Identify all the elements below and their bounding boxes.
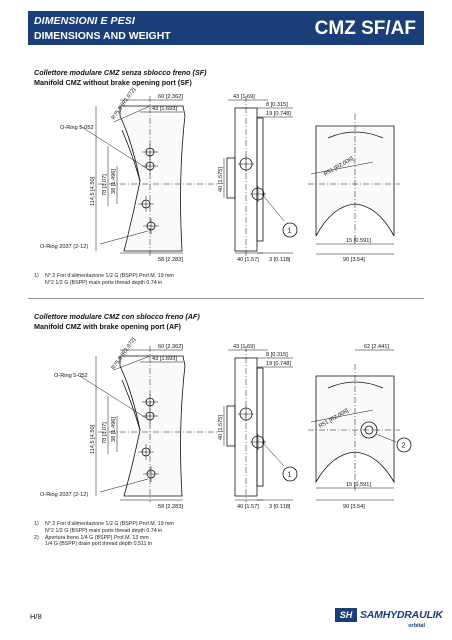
section1-title-italian: Collettore modulare CMZ senza sblocco fr…	[34, 68, 207, 77]
s2-dim-114: 114,5 [4.50]	[90, 424, 96, 454]
s1-oring-top: O-Ring 5-052	[60, 125, 94, 131]
note-item: 1/4 G (BSPP) drain port thread depth 0.5…	[34, 541, 174, 548]
note-item: 1) N° 2 Fori d'alimentazione 1/2 G (BSPP)…	[34, 273, 174, 280]
s2-dim-78: 78 [3.07]	[102, 422, 108, 444]
s2-dim-43: 43 [1.693]	[152, 356, 177, 362]
page-number: H/8	[30, 612, 42, 621]
s2-dim-62: 62 [2.441]	[364, 344, 389, 350]
s2-oring-bottom: O-Ring 2037 (2-12)	[40, 492, 88, 498]
section1-title: Collettore modulare CMZ senza sblocco fr…	[34, 68, 207, 87]
s1-dim-43b: 43 [1.69]	[233, 94, 255, 100]
s1-dim-78: 78 [3.07]	[102, 174, 108, 196]
s2-dim-19: 19 [0.748]	[266, 361, 291, 367]
s2-dim-60: 60 [2.362]	[158, 344, 183, 350]
product-code: CMZ SF/AF	[314, 18, 416, 39]
s1-dim-40v: 40 [1.575]	[218, 167, 224, 192]
note-item: 1) N° 2 Fori d'alimentazione 1/2 G (BSPP)…	[34, 521, 174, 528]
brand-badge-icon: SH	[335, 608, 357, 622]
note-item: N°2 1/2 G (BSPP) main ports thread depth…	[34, 528, 174, 535]
note-number: 1)	[34, 521, 39, 527]
s1-dim-60: 60 [2.362]	[158, 94, 183, 100]
s2-dim-40v: 40 [1.575]	[218, 415, 224, 440]
header-title-italian: DIMENSIONI E PESI	[34, 15, 135, 27]
brand-name: SAMHYDRAULIK	[360, 609, 443, 621]
brand-logo: SH SAMHYDRAULIK orbital	[335, 607, 443, 631]
section2-notes: 1) N° 2 Fori d'alimentazione 1/2 G (BSPP)…	[34, 521, 174, 548]
section-divider	[28, 298, 424, 299]
s1-callout-1: 1	[288, 228, 292, 235]
s2-oring-top: O-Ring 5-052	[54, 373, 88, 379]
s1-dim-114: 114,5 [4.50]	[90, 176, 96, 206]
s2-dim-43b: 43 [1.69]	[233, 344, 255, 350]
s1-dim-40: 40 [1.57]	[237, 257, 259, 263]
note-line: N°2 1/2 G (BSPP) main ports thread depth…	[45, 527, 163, 534]
s1-dim-8: 8 [0.315]	[266, 102, 288, 108]
brand-subtitle: orbital	[408, 623, 425, 629]
s2-dim-3: 3 [0.118]	[269, 504, 291, 510]
note-item: N°2 1/2 G (BSPP) main ports thread depth…	[34, 280, 174, 287]
s2-dim-8: 8 [0.315]	[266, 352, 288, 358]
note-line: Apertura freno 1/4 G (BSPP) Prof.M. 13 m…	[45, 534, 149, 541]
note-number: 1)	[34, 273, 39, 279]
page-header: DIMENSIONI E PESI DIMENSIONS AND WEIGHT …	[28, 11, 424, 45]
s2-dim-38: 38 [1.496]	[111, 417, 117, 442]
note-line: 1/4 G (BSPP) drain port thread depth 0.5…	[45, 541, 153, 548]
s1-dim-58: 58 [2.283]	[158, 257, 183, 263]
note-number: 2)	[34, 534, 39, 541]
s1-dim-3: 3 [0.118]	[269, 257, 291, 263]
note-line: N° 2 Fori d'alimentazione 1/2 G (BSPP) P…	[45, 273, 174, 279]
s2-dim-58: 58 [2.283]	[158, 504, 183, 510]
note-item: 2) Apertura freno 1/4 G (BSPP) Prof.M. 13…	[34, 535, 174, 542]
drawing-sf: O-Ring 5-052 O-Ring 2037 (2-12) R75,5 [R…	[40, 87, 400, 263]
s1-dim-15: 15 [0.591]	[346, 238, 371, 244]
s1-oring-bottom: O-Ring 2037 (2-12)	[40, 244, 88, 250]
section2-title: Collettore modulare CMZ con sblocco fren…	[34, 312, 200, 331]
s2-dim-90: 90 [3.54]	[343, 504, 365, 510]
s1-dim-38: 38 [1.496]	[111, 169, 117, 194]
drawing-af: O-Ring 5-052 O-Ring 2037 (2-12) R75,5 [R…	[40, 337, 412, 510]
section2-title-english: Manifold CMZ with brake opening port (AF…	[34, 321, 181, 331]
s2-dim-40: 40 [1.57]	[237, 504, 259, 510]
s2-callout-2: 2	[402, 443, 406, 450]
header-title-english: DIMENSIONS AND WEIGHT	[34, 30, 171, 42]
section1-title-english: Manifold CMZ without brake opening port …	[34, 77, 192, 87]
note-line: N°2 1/2 G (BSPP) main ports thread depth…	[45, 279, 163, 286]
s1-dim-19: 19 [0.748]	[266, 111, 291, 117]
note-line: N° 2 Fori d'alimentazione 1/2 G (BSPP) P…	[45, 521, 174, 527]
section2-title-italian: Collettore modulare CMZ con sblocco fren…	[34, 312, 200, 321]
s2-callout-1: 1	[288, 472, 292, 479]
section1-notes: 1) N° 2 Fori d'alimentazione 1/2 G (BSPP)…	[34, 273, 174, 287]
s1-dim-43: 43 [1.693]	[152, 106, 177, 112]
s2-dim-15: 15 [0.591]	[346, 482, 371, 488]
s1-dim-90: 90 [3.54]	[343, 257, 365, 263]
